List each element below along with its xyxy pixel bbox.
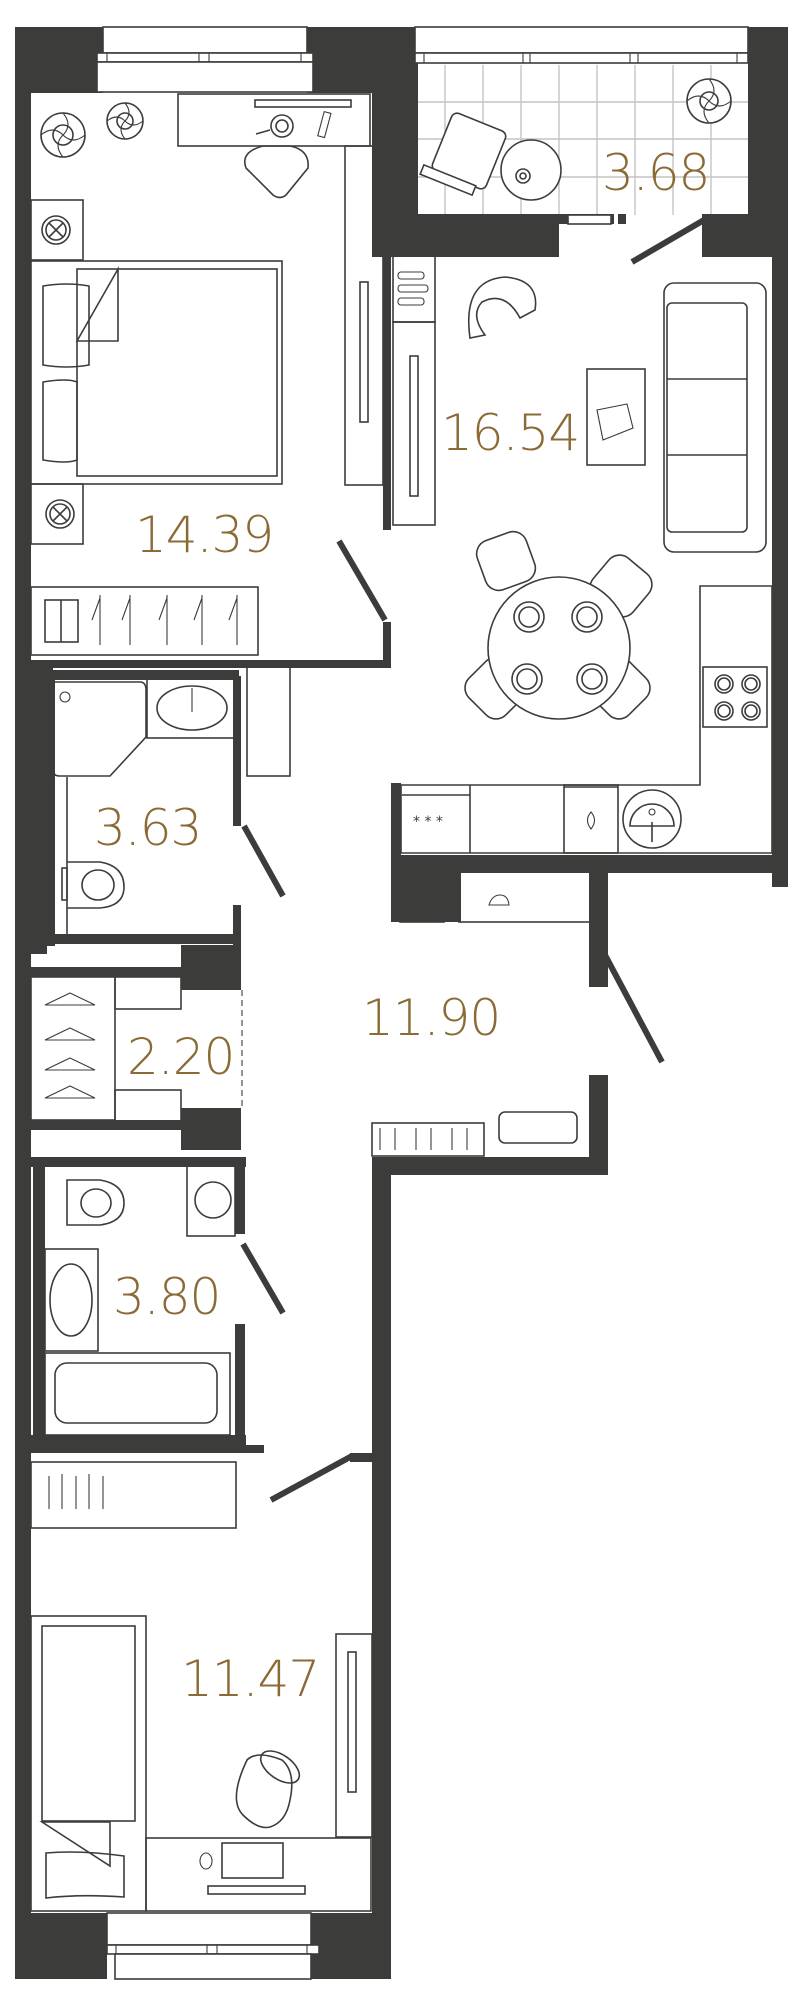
plant-icon <box>106 102 144 140</box>
area-label-bedroom-1: 14.39 <box>135 506 274 564</box>
bedroom-1-furniture <box>30 93 384 656</box>
living-kitchen-furniture: * * * <box>392 255 773 854</box>
bedroom-1-door <box>336 539 388 622</box>
bedroom-2-furniture <box>30 1461 373 1912</box>
closet-fixtures <box>30 976 182 1123</box>
plant-icon <box>686 78 732 124</box>
balcony-furniture <box>419 78 732 201</box>
windows <box>96 26 749 1980</box>
balcony-door <box>630 217 706 265</box>
area-label-bathroom-2: 3.80 <box>113 1268 221 1326</box>
bathroom-1-fixtures <box>52 663 291 935</box>
area-label-bedroom-2: 11.47 <box>181 1650 320 1708</box>
svg-text:* * *: * * * <box>413 814 443 830</box>
area-label-balcony: 3.68 <box>602 144 710 202</box>
area-label-closet: 2.20 <box>127 1028 235 1086</box>
area-label-bathroom-1: 3.63 <box>94 799 202 857</box>
hallway-furniture <box>371 871 591 1157</box>
doors <box>240 217 706 1503</box>
entrance-door <box>602 953 665 1064</box>
bathroom-1-door <box>241 824 286 898</box>
area-label-living-kitchen: 16.54 <box>441 404 580 462</box>
bathroom-2-door <box>240 1242 286 1315</box>
bedroom-2-door <box>269 1453 354 1503</box>
area-label-hallway: 11.90 <box>362 989 501 1047</box>
plant-icon <box>40 112 86 158</box>
bathroom-2-fixtures <box>44 1165 236 1436</box>
